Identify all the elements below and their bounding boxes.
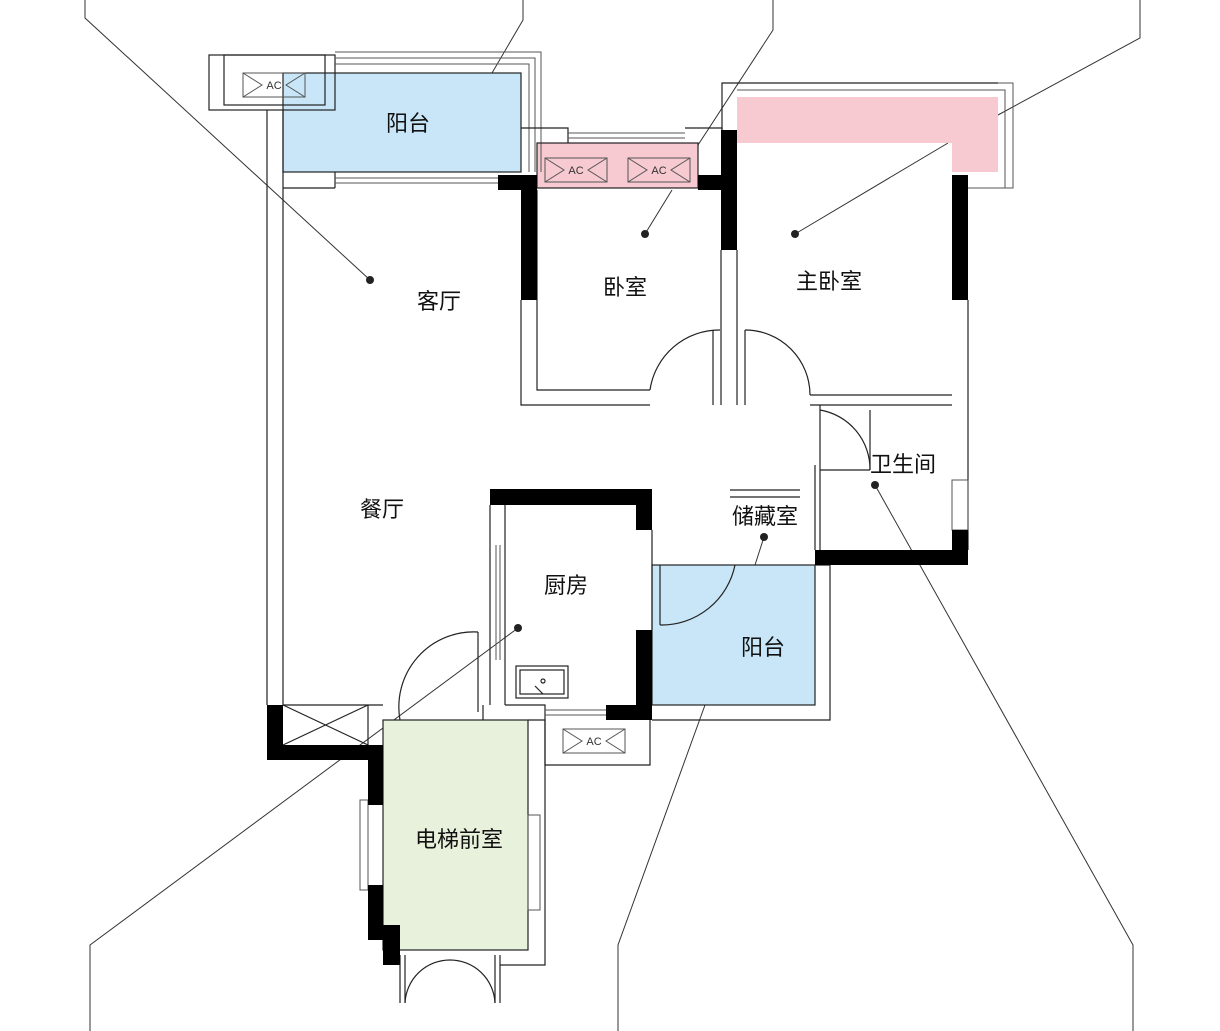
room-label-master-bedroom: 主卧室 <box>796 270 862 295</box>
ac-unit: AC <box>544 157 608 183</box>
leader-lines <box>84 0 1141 1031</box>
room-markers <box>366 230 879 632</box>
room-label-elevator-lobby: 电梯前室 <box>415 828 503 853</box>
room-label-bathroom: 卫生间 <box>870 453 936 478</box>
svg-text:AC: AC <box>586 736 601 748</box>
balcony-south-fill <box>652 565 815 705</box>
ac-zone-bedroom-fill <box>537 143 698 188</box>
room-label-kitchen: 厨房 <box>544 574 588 599</box>
svg-text:AC: AC <box>651 165 666 177</box>
ac-unit: AC <box>242 72 306 98</box>
ac-unit: AC <box>562 728 626 754</box>
elevator-lobby-fill <box>383 720 528 950</box>
svg-text:AC: AC <box>568 165 583 177</box>
svg-text:AC: AC <box>266 80 281 92</box>
ac-unit: AC <box>627 157 691 183</box>
ac-zone-master-fill <box>737 97 998 172</box>
room-label-balcony-south: 阳台 <box>741 636 785 661</box>
room-label-storage: 储藏室 <box>732 505 798 530</box>
room-label-living-room: 客厅 <box>417 290 461 315</box>
bearing-walls <box>267 130 968 965</box>
room-label-dining-room: 餐厅 <box>360 498 404 523</box>
room-label-balcony-north: 阳台 <box>386 112 430 137</box>
balcony-north-fill <box>283 73 521 172</box>
thin-walls <box>208 51 1014 1004</box>
room-label-bedroom: 卧室 <box>603 276 647 301</box>
